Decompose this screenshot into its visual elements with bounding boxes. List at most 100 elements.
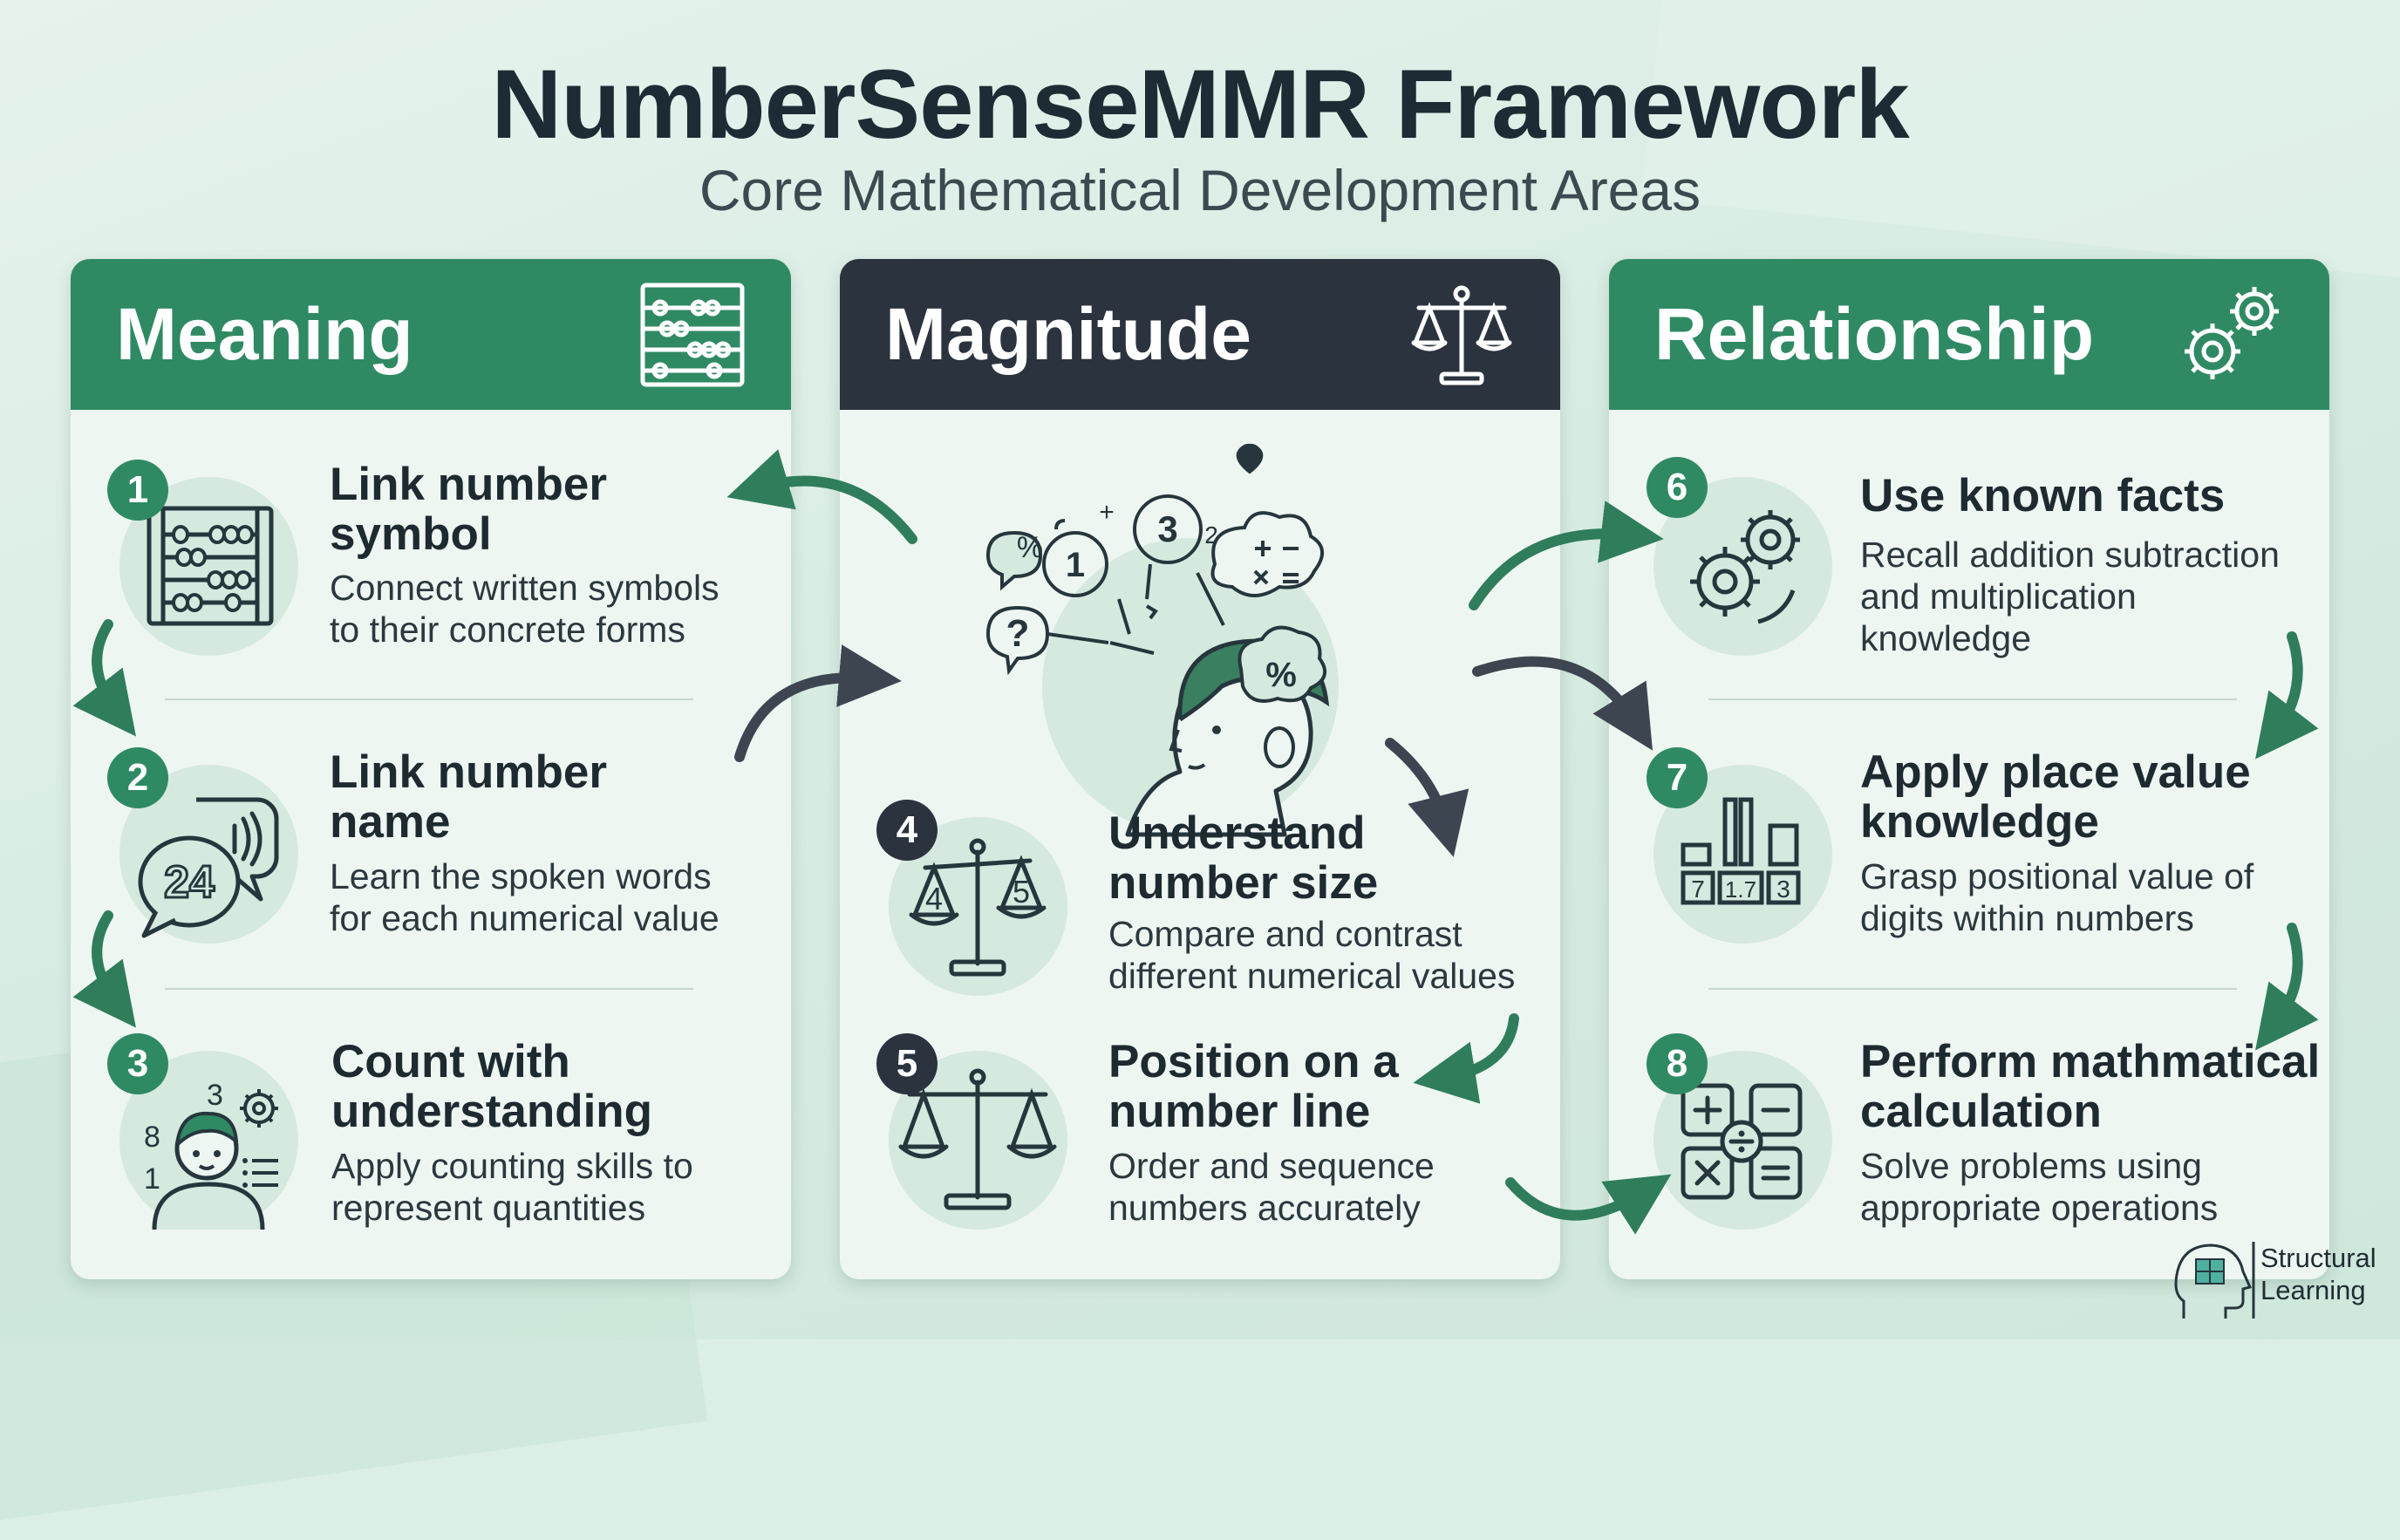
step-description: Recall addition subtraction and multipli… <box>1860 534 2280 659</box>
speech-bubble-number: 24 <box>164 857 215 908</box>
step-title-line: Perform mathmatical <box>1860 1036 2321 1087</box>
step-number-badge: 2 <box>107 747 168 808</box>
step-number-badge: 8 <box>1647 1033 1708 1094</box>
step-desc-line: Solve problems using <box>1860 1146 2202 1186</box>
icon-circle: 4 5 <box>889 817 1067 996</box>
step-title-line: symbol <box>330 508 492 560</box>
thought-symbol: ? <box>1006 612 1030 655</box>
step-title-line: Count with <box>331 1036 570 1087</box>
step-title: Perform mathmatical calculation <box>1860 1037 2320 1136</box>
step-title-line: Link number <box>330 459 608 510</box>
head-puzzle-icon <box>2174 1242 2255 1319</box>
count-number: 1 <box>144 1162 160 1196</box>
step-desc-line: knowledge <box>1860 618 2032 658</box>
step-link-number-symbol: 1 Link number symbol Connect written sym… <box>71 455 791 717</box>
logo-text-line: Structural <box>2260 1243 2376 1273</box>
place-value-digit: 3 <box>1776 876 1790 903</box>
count-number: 3 <box>207 1079 223 1112</box>
step-desc-line: digits within numbers <box>1860 898 2194 938</box>
step-position-on-number-line: 5 Position on a number line Order and se… <box>840 1032 1560 1279</box>
divider <box>1708 988 2237 990</box>
gears-icon <box>2185 287 2279 379</box>
step-desc-line: different numerical values <box>1108 956 1516 996</box>
step-title-line: number size <box>1108 857 1379 909</box>
thinking-child-icon: 1 3 2 % + ? % <box>985 443 1339 837</box>
thought-symbol: % <box>1265 656 1297 694</box>
step-title: Apply place value knowledge <box>1860 747 2251 847</box>
step-title-line: Apply place value <box>1860 746 2251 798</box>
panel-meaning: Meaning <box>71 259 791 1279</box>
panel-title: Relationship <box>1654 293 2095 375</box>
step-description: Grasp positional value of digits within … <box>1860 855 2253 939</box>
page-subtitle: Core Mathematical Development Areas <box>699 158 1701 222</box>
logo-text: Structural Learning <box>2260 1242 2376 1306</box>
panel-header: Magnitude <box>840 259 1560 410</box>
place-value-digit: 7 <box>1691 876 1705 903</box>
step-desc-line: for each numerical value <box>330 898 719 938</box>
step-number-badge: 1 <box>107 460 168 521</box>
divider <box>165 698 693 700</box>
icon-circle: 3 8 1 <box>119 1051 298 1230</box>
step-title-line: name <box>330 796 451 848</box>
counting-child-icon: 3 8 1 <box>144 1079 278 1230</box>
abacus-icon <box>640 283 745 387</box>
step-description: Connect written symbols to their concret… <box>330 567 719 651</box>
step-number-badge: 4 <box>876 800 938 861</box>
step-desc-line: Apply counting skills to <box>331 1146 693 1186</box>
step-title-line: number line <box>1108 1086 1371 1137</box>
step-title-line: calculation <box>1860 1086 2102 1137</box>
operations-icon <box>1681 1083 1803 1200</box>
divider <box>1708 698 2237 700</box>
step-desc-line: and multiplication <box>1860 576 2137 617</box>
panel-magnitude: Magnitude <box>840 259 1560 1279</box>
step-title: Understand number size <box>1108 808 1378 908</box>
step-apply-place-value: 7 1.7 3 7 Apply place value knowledge Gr… <box>1609 744 2329 1005</box>
step-perform-calculation: 8 Perform mathmatical calculation Solve … <box>1609 1032 2329 1279</box>
step-desc-line: Connect written symbols <box>330 568 719 608</box>
thought-number: 2 <box>1204 521 1218 549</box>
step-desc-line: Recall addition subtraction <box>1860 535 2280 575</box>
step-use-known-facts: 6 Use known facts Recall addition subtra… <box>1609 455 2329 717</box>
step-description: Solve problems using appropriate operati… <box>1860 1145 2218 1229</box>
step-title: Position on a number line <box>1108 1037 1399 1136</box>
step-description: Order and sequence numbers accurately <box>1108 1145 1435 1229</box>
page-title: NumberSenseMMR Framework <box>491 50 1909 159</box>
step-link-number-name: 24 2 Link number name Learn the spoken w… <box>71 744 791 1005</box>
step-title: Count with understanding <box>331 1037 652 1136</box>
step-title-line: knowledge <box>1860 796 2099 848</box>
step-title-line: Understand <box>1108 807 1366 859</box>
step-desc-line: appropriate operations <box>1860 1188 2219 1228</box>
bar-chart-icon: 7 1.7 3 <box>1681 797 1801 905</box>
scale-label: 4 <box>925 881 943 917</box>
thought-number: 3 <box>1157 508 1177 549</box>
step-description: Apply counting skills to represent quant… <box>331 1145 693 1229</box>
abacus-icon <box>147 506 274 626</box>
gears-icon <box>1690 510 1800 624</box>
panel-relationship: Relationship 6 Use known <box>1609 259 2329 1279</box>
balance-scale-icon <box>1411 285 1512 385</box>
thought-number: 1 <box>1066 546 1085 584</box>
step-title-line: Position on a <box>1108 1036 1399 1087</box>
step-desc-line: numbers accurately <box>1108 1188 1421 1228</box>
step-count-with-understanding: 3 8 1 3 Count with understanding Apply c… <box>71 1032 791 1279</box>
step-title-line: Link number <box>330 746 608 798</box>
step-number-badge: 5 <box>876 1033 938 1094</box>
logo-text-line: Learning <box>2260 1275 2366 1305</box>
balance-scale-icon: 4 5 <box>909 838 1047 977</box>
panel-title: Magnitude <box>885 293 1251 375</box>
scale-label: 5 <box>1012 874 1030 910</box>
step-description: Compare and contrast different numerical… <box>1108 913 1515 997</box>
thought-symbol: + <box>1099 498 1115 527</box>
step-desc-line: to their concrete forms <box>330 610 685 650</box>
step-title: Link number name <box>330 747 607 847</box>
speech-bubble-icon: 24 <box>138 797 279 938</box>
count-number: 8 <box>144 1121 160 1154</box>
step-understand-number-size: 4 5 4 Understand number size Compare and… <box>840 800 1560 1061</box>
step-title-line: understanding <box>331 1086 653 1137</box>
step-description: Learn the spoken words for each numerica… <box>330 855 719 939</box>
step-title: Link number symbol <box>330 460 607 559</box>
thought-symbol: % <box>1017 531 1043 564</box>
step-title: Use known facts <box>1860 470 2226 521</box>
panel-header: Relationship <box>1609 259 2329 410</box>
place-value-digit: 1.7 <box>1725 876 1756 903</box>
